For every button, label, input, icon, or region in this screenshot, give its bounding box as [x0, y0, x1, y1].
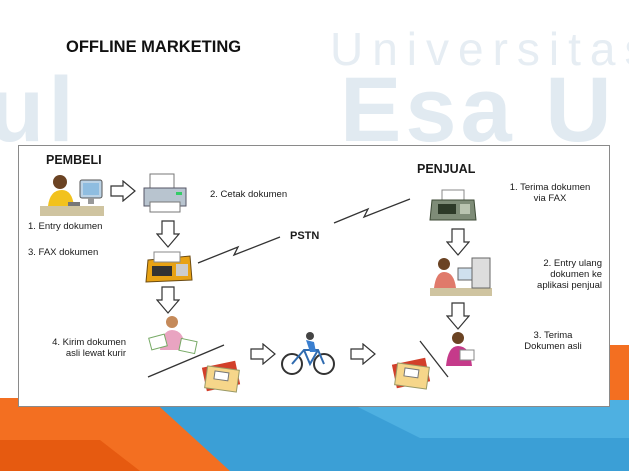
connection-lines	[147, 198, 449, 378]
arrow-down-icon	[156, 220, 180, 248]
seller-receiver-icon	[446, 332, 475, 366]
seller-step-original-line1: 3. Terima	[533, 330, 573, 341]
seller-step-receive: 1. Terima dokumen via FAX	[500, 182, 600, 204]
buyer-step-courier-line2: asli lewat kurir	[65, 348, 126, 359]
seller-step-receive-line2: via FAX	[533, 193, 567, 204]
seller-step-receive-line1: 1. Terima dokumen	[509, 182, 591, 193]
seller-step-original: 3. Terima Dokumen asli	[513, 330, 593, 352]
arrow-right-icon	[350, 343, 376, 365]
seller-heading: PENJUAL	[417, 162, 476, 176]
buyer-step-courier-line1: 4. Kirim dokumen	[52, 337, 126, 348]
decorative-orange-edge	[610, 345, 629, 400]
printer-icon	[143, 173, 187, 213]
seller-step-reentry-line3: aplikasi penjual	[537, 280, 602, 291]
arrow-down-icon	[156, 286, 180, 314]
seller-computer-user-icon	[430, 257, 492, 296]
decorative-bottom-band	[0, 398, 629, 471]
network-label: PSTN	[290, 230, 320, 242]
envelope-bundle-icon	[201, 360, 241, 393]
watermark-text: ul	[0, 59, 78, 161]
watermark-text: Esa U	[340, 59, 616, 161]
watermark-text: Universitas	[330, 23, 629, 75]
buyer-step-print: 2. Cetak dokumen	[210, 189, 288, 200]
fax-machine-icon	[145, 251, 193, 283]
slide-title: OFFLINE MARKETING	[66, 38, 242, 56]
buyer-step-fax: 3. FAX dokumen	[28, 247, 99, 258]
fax-machine-icon	[429, 189, 477, 221]
computer-user-icon	[40, 175, 104, 216]
seller-step-reentry-line1: 2. Entry ulang	[543, 258, 602, 269]
buyer-step-entry: 1. Entry dokumen	[28, 221, 103, 232]
arrow-down-icon	[446, 228, 470, 256]
arrow-down-icon	[446, 302, 470, 330]
seller-step-original-line2: Dokumen asli	[524, 341, 582, 352]
buyer-step-courier: 4. Kirim dokumen asli lewat kurir	[36, 337, 126, 359]
courier-icon	[148, 316, 198, 355]
seller-step-reentry: 2. Entry ulang dokumen ke aplikasi penju…	[512, 258, 602, 291]
envelope-bundle-icon	[391, 357, 431, 390]
buyer-heading: PEMBELI	[46, 153, 102, 167]
seller-step-reentry-line2: dokumen ke	[550, 269, 602, 280]
arrow-right-icon	[250, 343, 276, 365]
cyclist-courier-icon	[281, 332, 335, 375]
arrow-right-icon	[110, 180, 136, 202]
